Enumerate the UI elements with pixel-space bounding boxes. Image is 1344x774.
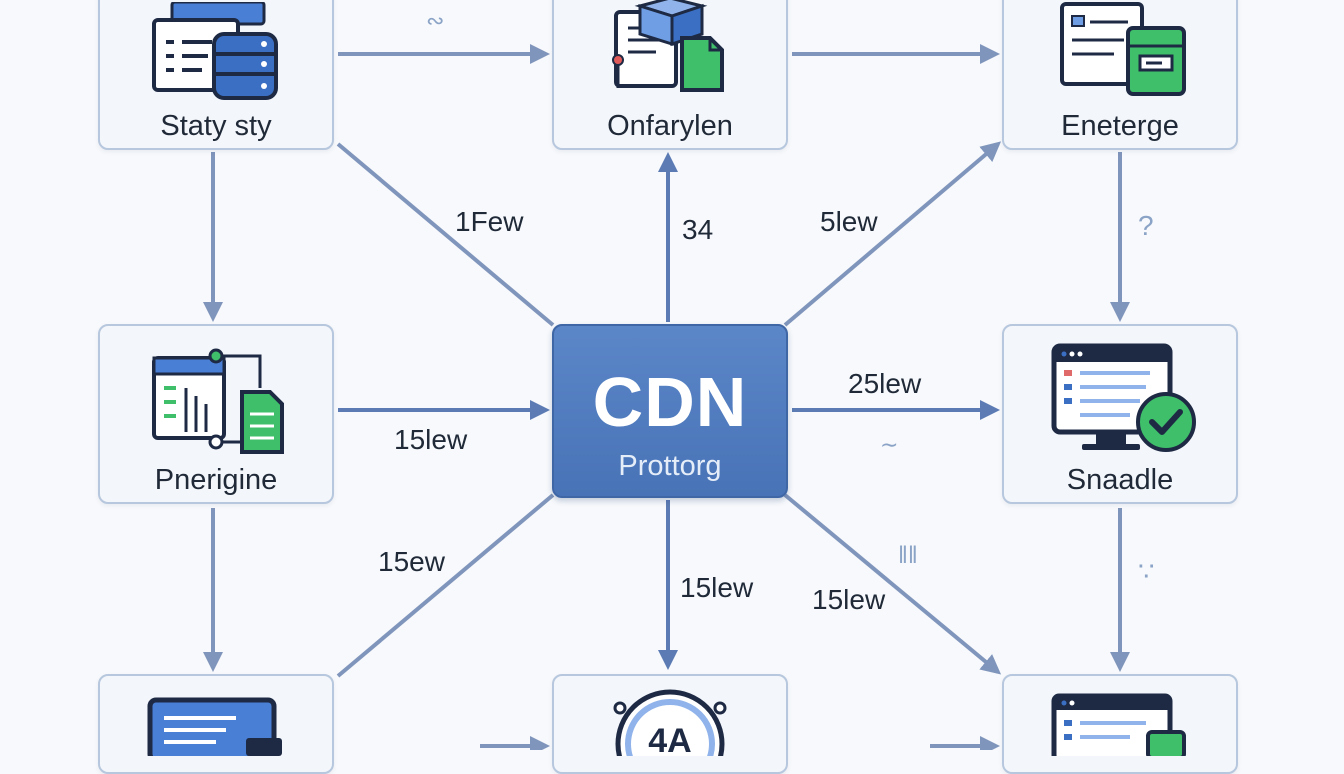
browser-window-icon [1050,692,1190,763]
decorative-glyph: ∵ [1138,556,1155,586]
node-label: Staty sty [160,110,272,142]
document-database-icon [152,0,282,107]
node-middle-right[interactable]: Snaadle [1002,324,1238,504]
connector-arrows [203,44,1130,750]
edge-label-topleft-hub: 1Few [455,206,524,237]
decorative-glyph: ? [1138,210,1154,241]
arrow-topleft-to-hub [336,142,555,327]
edge-label-middleleft-hub: 15lew [394,424,468,455]
arrow-hub-to-bottomright [783,493,1002,675]
document-cube-file-icon [610,0,740,103]
node-label: Eneterge [1061,110,1179,142]
edge-label-hub-bottomcenter: 15lew [680,572,754,603]
decorative-glyph: ‖‖ [898,542,918,569]
node-top-left[interactable]: Staty sty [98,0,334,150]
edge-label-hub-topright: 5lew [820,206,878,237]
edge-label-hub-middleright: 25lew [848,368,922,399]
edge-label-hub-bottomright: 15lew [812,584,886,615]
flowchart-document-icon [150,348,290,463]
decorative-glyph: ∾ [426,8,445,33]
node-bottom-left[interactable] [98,674,334,774]
node-label: Onfarylen [607,110,733,142]
node-top-center[interactable]: Onfarylen [552,0,788,150]
hub-subtitle: Prottorg [618,450,722,482]
node-bottom-center[interactable]: 4A [552,674,788,774]
node-label: Pnerigine [154,464,278,496]
node-bottom-right[interactable] [1002,674,1238,774]
document-package-icon [1058,0,1188,105]
node-middle-left[interactable]: Pnerigine [98,324,334,504]
arrow-hub-to-topright [783,141,1002,327]
monitor-icon [146,696,286,763]
cdn-hub[interactable]: CDN Prottorg [552,324,788,498]
svg-text:4A: 4A [648,722,691,756]
node-label: Snaadle [1066,464,1174,496]
node-top-right[interactable]: Eneterge [1002,0,1238,150]
edge-label-hub-bottomleft: 15ew [378,546,445,577]
connection-diagram [203,44,1130,750]
decorative-glyph: ∼ [880,432,899,457]
monitor-check-icon [1050,342,1200,463]
hub-title: CDN [592,363,748,441]
edge-label-hub-topcenter: 34 [682,214,714,245]
arrow-hub-to-bottomleft [336,493,555,678]
